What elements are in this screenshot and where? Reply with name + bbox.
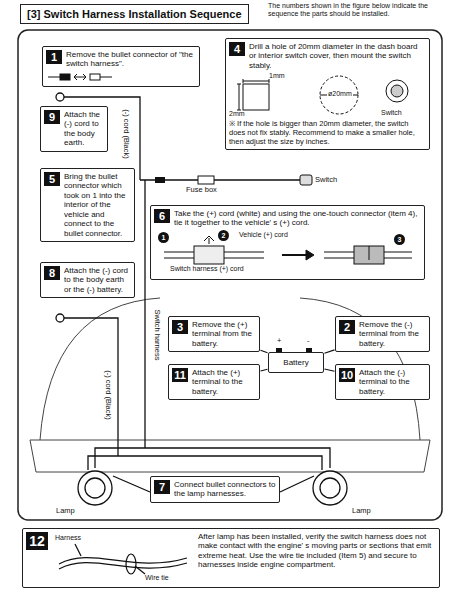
part-label: - <box>307 337 310 345</box>
instruction-text: Attach the (-) cord to the body earth or… <box>64 266 131 294</box>
step-box: 1 Remove the bullet connector of "the swi… <box>42 46 200 87</box>
callout-number: 1 <box>158 232 169 243</box>
part-label: (-) cord (Black) <box>104 370 112 420</box>
step-number: 4 <box>229 42 245 56</box>
step-number: 1 <box>46 50 62 64</box>
step-number: 2 <box>339 320 355 334</box>
step-number: 8 <box>44 266 60 280</box>
pointer-line <box>260 369 267 371</box>
step-head: 7 Connect bullet connectors to the lamp h… <box>154 480 276 499</box>
step-head: 5 Bring the bullet connector which took o… <box>44 172 131 238</box>
step-number: 7 <box>154 480 170 494</box>
step-box: 8 Attach the (-) cord to the body earth o… <box>40 262 135 298</box>
note-text: The numbers shown in the figure below in… <box>268 2 444 17</box>
instruction-text: Attach the (-) terminal to the battery. <box>359 368 426 396</box>
step-box: 12 HarnessWire tieAfter lamp has been in… <box>22 528 440 588</box>
step-head: 2 Remove the (-) terminal from the batter… <box>339 320 426 348</box>
step-number: 9 <box>44 110 60 124</box>
part-label: Lamp <box>56 507 75 515</box>
part-label: Vehicle (+) cord <box>239 231 288 239</box>
figure-area: 1mm 2mm ø20mmSwitch <box>229 72 424 118</box>
figure-area <box>46 71 116 83</box>
step-number: 3 <box>172 320 188 334</box>
lamps <box>78 471 347 505</box>
part-label: Switch harness <box>153 310 161 361</box>
pointer-line <box>324 369 334 371</box>
ring-terminal <box>56 314 64 322</box>
instruction-text: Attach the (+) terminal to the battery. <box>192 368 256 396</box>
part-name: Battery <box>272 356 320 369</box>
instruction-text: After lamp has been installed, verify th… <box>198 532 436 570</box>
instruction-text: Attach the (-) cord to the body earth. <box>64 110 104 148</box>
fender-line <box>40 298 160 440</box>
step-box: 6 Take the (+) cord (white) and using the… <box>150 205 425 280</box>
callout-number: 2 <box>218 230 229 241</box>
step-number: 12 <box>26 532 48 550</box>
part-label: ø20mm <box>327 90 353 98</box>
step-head: 10 Attach the (-) terminal to the battery… <box>339 368 426 396</box>
step-number: 10 <box>339 368 355 382</box>
part-label: 2mm <box>229 110 245 118</box>
step-head: 9 Attach the (-) cord to the body earth. <box>44 110 104 148</box>
figure-area: 1 2 3 Vehicle (+) cordSwitch harness (+) co… <box>154 230 419 276</box>
step-head: 4 Drill a hole of 20mm diameter in the da… <box>229 42 426 70</box>
step-number: 11 <box>172 368 188 382</box>
part-label: 1mm <box>269 72 285 80</box>
step-box: 9 Attach the (-) cord to the body earth. <box>40 106 108 152</box>
step-number: 5 <box>44 172 60 186</box>
bullet-connector-icon <box>46 71 116 83</box>
page-title: [3] Switch Harness Installation Sequence <box>20 4 249 24</box>
earth-cord <box>64 318 322 470</box>
battery-box: Battery <box>268 352 324 373</box>
note-text: ※ If the hole is bigger than 20mm diamet… <box>229 120 426 146</box>
step-box: 3 Remove the (+) terminal from the batter… <box>168 316 260 352</box>
part-label: Fuse box <box>186 186 217 194</box>
lamp <box>78 471 112 505</box>
step-head: 6 Take the (+) cord (white) and using the… <box>154 209 421 228</box>
pointer-line <box>324 350 334 353</box>
step-head: 8 Attach the (-) cord to the body earth o… <box>44 266 131 294</box>
switch <box>300 175 312 185</box>
wiring <box>56 93 330 492</box>
step-box: 2 Remove the (-) terminal from the batter… <box>335 316 430 352</box>
instruction-text: Bring the bullet connector which took on… <box>64 172 131 238</box>
fuse-box <box>198 176 214 184</box>
frame <box>18 30 442 520</box>
instruction-text: Remove the (+) terminal from the battery… <box>192 320 256 348</box>
step-box: 11 Attach the (+) terminal to the battery… <box>168 364 260 400</box>
step-box: 4 Drill a hole of 20mm diameter in the da… <box>225 38 430 150</box>
part-label: Switch <box>381 109 402 117</box>
ring-terminal <box>56 93 64 101</box>
bullet-connector <box>155 177 165 183</box>
callout-number: 3 <box>394 234 405 245</box>
lamp-lens <box>85 478 105 498</box>
instruction-text: Remove the (-) terminal from the battery… <box>359 320 426 348</box>
part-label: Lamp <box>352 507 371 515</box>
pointer-line <box>260 350 267 352</box>
instruction-text: Drill a hole of 20mm diameter in the das… <box>249 42 426 70</box>
lamp-lens <box>320 478 340 498</box>
lamp <box>313 471 347 505</box>
step-number: 6 <box>154 209 170 223</box>
part-label: + <box>277 337 281 345</box>
car-body <box>30 298 430 472</box>
instruction-text: Take the (+) cord (white) and using the … <box>174 209 421 228</box>
step-head: 1 Remove the bullet connector of "the swi… <box>46 50 196 69</box>
step-box: 7 Connect bullet connectors to the lamp h… <box>150 476 280 503</box>
instruction-text: Remove the bullet connector of "the swit… <box>66 50 196 69</box>
part-label: Wire tie <box>145 574 169 582</box>
step-box: 5 Bring the bullet connector which took o… <box>40 168 135 242</box>
step-head: 11 Attach the (+) terminal to the battery… <box>172 368 256 396</box>
step-head: 3 Remove the (+) terminal from the batter… <box>172 320 256 348</box>
part-label: Harness <box>55 534 81 542</box>
part-label: Switch harness (+) cord <box>170 265 244 273</box>
part-label: (-) cord (Black) <box>122 109 130 159</box>
part-label: Switch <box>315 176 337 184</box>
figure-area: HarnessWire tie <box>53 534 193 584</box>
wire-tie-drawing <box>53 534 193 584</box>
step-box: 10 Attach the (-) terminal to the battery… <box>335 364 430 400</box>
instruction-text: Connect bullet connectors to the lamp ha… <box>174 480 276 499</box>
